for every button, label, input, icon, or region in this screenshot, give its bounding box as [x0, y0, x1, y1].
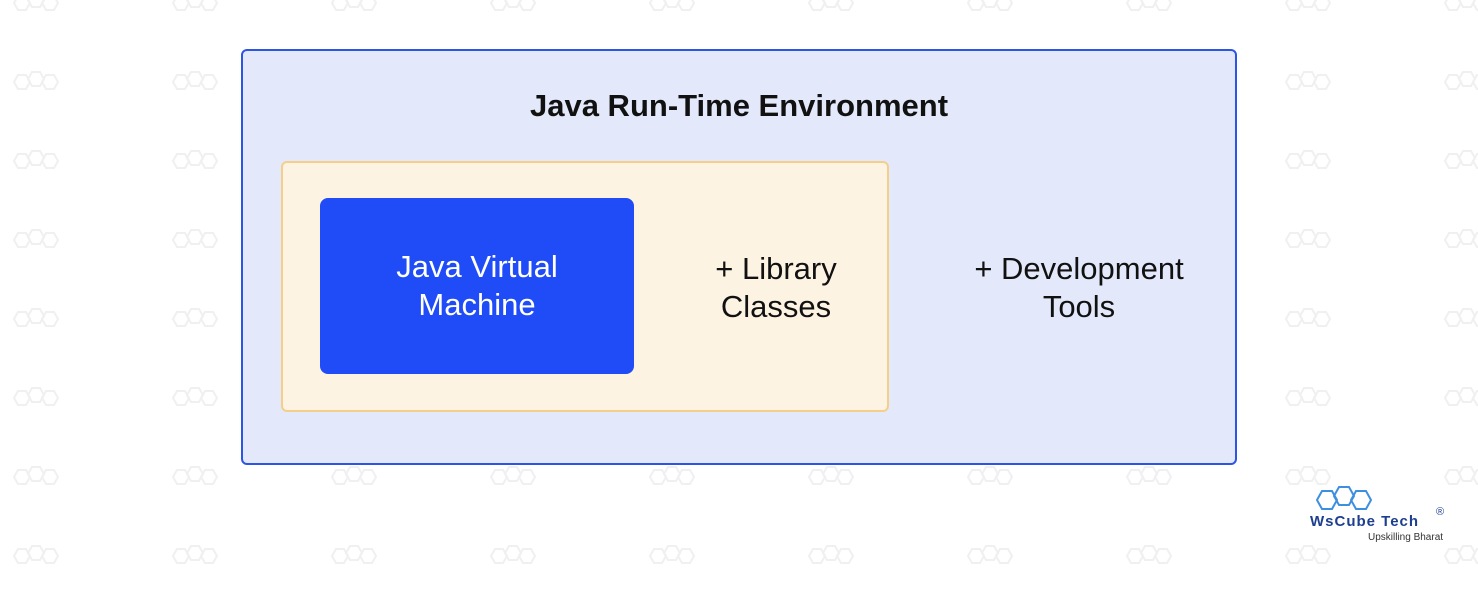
watermark-hex-icon [171, 0, 219, 11]
registered-mark: ® [1436, 506, 1445, 518]
jvm-label-line2: Machine [418, 287, 536, 322]
brand-name: WsCube Tech [1310, 513, 1420, 530]
watermark-mark [795, 466, 913, 516]
watermark-mark [318, 545, 436, 595]
jre-title-text: Java Run-Time Environment [529, 88, 949, 123]
watermark-hex-icon [12, 229, 60, 248]
watermark-hex-icon [330, 0, 378, 11]
watermark-mark [1431, 545, 1478, 595]
watermark-hex-icon [171, 150, 219, 169]
watermark-mark [954, 0, 1072, 42]
devtools-label-line2: Tools [1042, 289, 1116, 324]
watermark-mark [0, 387, 118, 437]
watermark-mark [159, 545, 277, 595]
watermark-hex-icon [12, 308, 60, 327]
watermark-hex-icon [1443, 387, 1478, 406]
watermark-hex-icon [12, 466, 60, 485]
watermark-mark [636, 466, 754, 516]
watermark-hex-icon [12, 150, 60, 169]
watermark-mark [1431, 0, 1478, 42]
watermark-mark [477, 466, 595, 516]
watermark-mark [636, 545, 754, 595]
watermark-mark [477, 545, 595, 595]
watermark-hex-icon [1284, 466, 1332, 485]
devtools-label-line1: + Development [974, 251, 1184, 286]
watermark-mark [1113, 0, 1231, 42]
jre-title: Java Run-Time Environment [0, 88, 1478, 124]
hexagon-logo-icon [1315, 486, 1373, 510]
brand-logo: WsCube Tech ® Upskilling Bharat [1306, 486, 1456, 546]
library-label-line1: + Library [715, 251, 837, 286]
watermark-hex-icon [489, 466, 537, 485]
watermark-hex-icon [966, 0, 1014, 11]
watermark-mark [0, 0, 118, 42]
watermark-hex-icon [489, 0, 537, 11]
library-label-line2: Classes [720, 289, 832, 324]
watermark-hex-icon [1443, 308, 1478, 327]
watermark-hex-icon [648, 0, 696, 11]
watermark-mark [159, 0, 277, 42]
watermark-mark [318, 466, 436, 516]
watermark-mark [318, 0, 436, 42]
watermark-hex-icon [1443, 0, 1478, 11]
watermark-hex-icon [648, 466, 696, 485]
jvm-label: Java Virtual Machine [367, 248, 587, 324]
watermark-hex-icon [807, 0, 855, 11]
watermark-hex-icon [1443, 150, 1478, 169]
watermark-mark [159, 466, 277, 516]
watermark-mark [1272, 387, 1390, 437]
watermark-hex-icon [171, 229, 219, 248]
library-classes-label: + Library Classes [686, 250, 866, 326]
watermark-hex-icon [1284, 0, 1332, 11]
watermark-hex-icon [1284, 229, 1332, 248]
watermark-mark [0, 229, 118, 279]
watermark-hex-icon [966, 466, 1014, 485]
watermark-mark [1272, 150, 1390, 200]
watermark-hex-icon [1443, 466, 1478, 485]
watermark-mark [795, 545, 913, 595]
watermark-mark [636, 0, 754, 42]
watermark-hex-icon [12, 387, 60, 406]
watermark-hex-icon [171, 308, 219, 327]
watermark-mark [0, 545, 118, 595]
watermark-mark [1431, 308, 1478, 358]
watermark-mark [1431, 150, 1478, 200]
watermark-mark [0, 466, 118, 516]
watermark-mark [1272, 308, 1390, 358]
watermark-hex-icon [1284, 308, 1332, 327]
watermark-mark [795, 0, 913, 42]
watermark-hex-icon [807, 466, 855, 485]
watermark-hex-icon [330, 466, 378, 485]
watermark-hex-icon [1443, 229, 1478, 248]
watermark-mark [1113, 466, 1231, 516]
watermark-mark [1431, 387, 1478, 437]
watermark-mark [1113, 545, 1231, 595]
watermark-mark [1272, 545, 1390, 595]
brand-tagline: Upskilling Bharat [1368, 532, 1444, 543]
watermark-mark [954, 466, 1072, 516]
development-tools-label: + Development Tools [944, 250, 1214, 326]
watermark-mark [477, 0, 595, 42]
watermark-mark [1431, 229, 1478, 279]
watermark-hex-icon [12, 0, 60, 11]
watermark-hex-icon [1284, 150, 1332, 169]
watermark-hex-icon [1125, 466, 1173, 485]
watermark-hex-icon [1284, 387, 1332, 406]
jvm-label-line1: Java Virtual [396, 249, 558, 284]
watermark-mark [1272, 229, 1390, 279]
jvm-box: Java Virtual Machine [320, 198, 634, 374]
watermark-mark [0, 308, 118, 358]
watermark-mark [1272, 0, 1390, 42]
watermark-hex-icon [171, 387, 219, 406]
watermark-hex-icon [171, 466, 219, 485]
watermark-mark [954, 545, 1072, 595]
watermark-hex-icon [1125, 0, 1173, 11]
watermark-mark [0, 150, 118, 200]
